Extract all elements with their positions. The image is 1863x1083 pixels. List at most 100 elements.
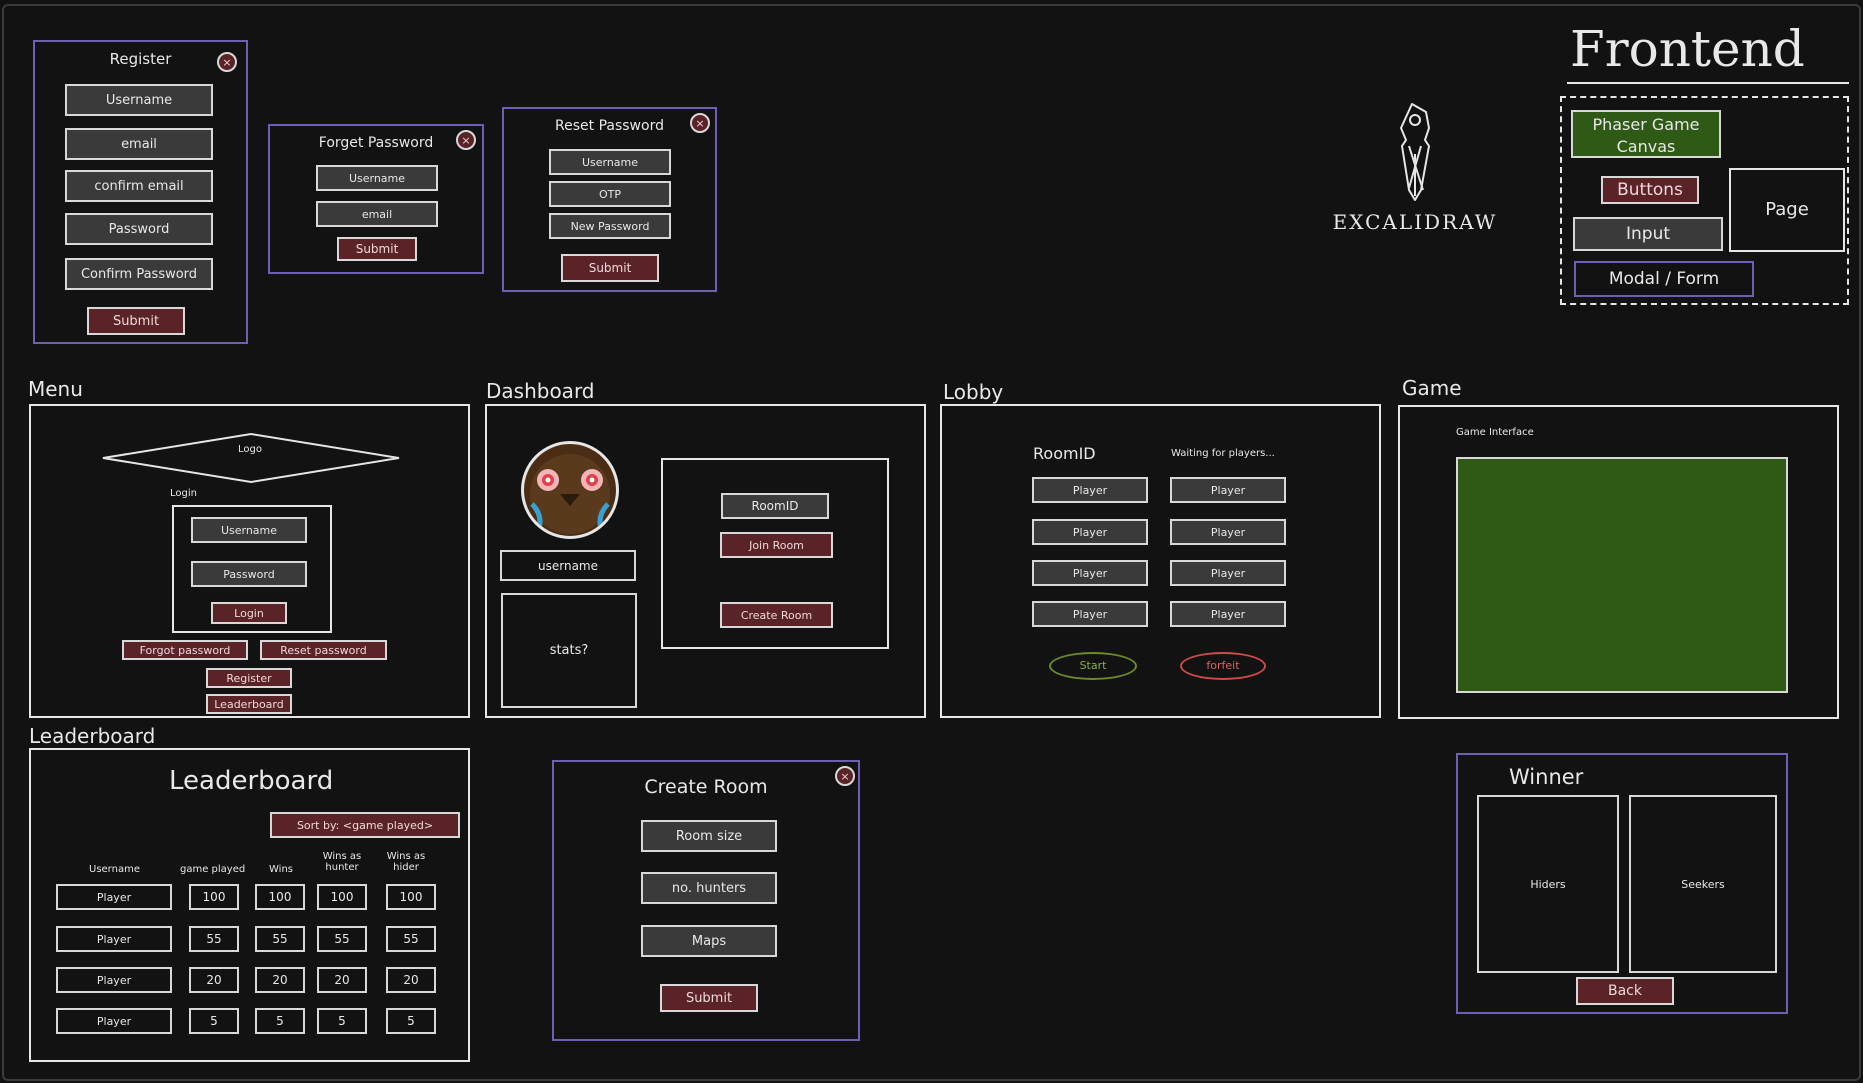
avatar-bird-icon xyxy=(530,454,610,534)
game-phaser-canvas[interactable] xyxy=(1456,457,1788,693)
legend-phaser-canvas: Phaser Game Canvas xyxy=(1571,110,1721,158)
menu-reset-password-button[interactable]: Reset password xyxy=(260,640,387,660)
dashboard-username-field: username xyxy=(500,550,636,581)
lobby-forfeit-button[interactable]: forfeit xyxy=(1180,652,1266,680)
leaderboard-sort-dropdown[interactable]: Sort by: <game played> xyxy=(270,812,460,838)
table-cell: 5 xyxy=(189,1008,239,1034)
forget-password-modal: Forget Password × Username email Submit xyxy=(268,124,484,274)
register-confirm-email-input[interactable]: confirm email xyxy=(65,170,213,202)
table-cell: 20 xyxy=(255,967,305,993)
reset-password-new-password-input[interactable]: New Password xyxy=(549,213,671,239)
forget-password-close-icon[interactable]: × xyxy=(456,130,476,150)
menu-username-input[interactable]: Username xyxy=(191,517,307,543)
register-email-input[interactable]: email xyxy=(65,128,213,160)
leaderboard-col-wins-hider: Wins as hider xyxy=(386,851,426,873)
lobby-player-slot: Player xyxy=(1170,519,1286,545)
dashboard-section-title: Dashboard xyxy=(486,379,595,403)
avatar xyxy=(521,441,619,539)
table-cell: 5 xyxy=(255,1008,305,1034)
table-cell: 55 xyxy=(189,926,239,952)
reset-password-close-icon[interactable]: × xyxy=(690,113,710,133)
create-room-maps-select[interactable]: Maps xyxy=(641,925,777,957)
forget-password-submit-button[interactable]: Submit xyxy=(337,237,417,261)
table-cell-username: Player xyxy=(56,884,172,910)
canvas-border xyxy=(2,4,1861,1081)
create-room-modal: Create Room × Room size no. hunters Maps… xyxy=(552,760,860,1041)
menu-login-button[interactable]: Login xyxy=(211,602,287,624)
dashboard-create-room-button[interactable]: Create Room xyxy=(720,602,833,628)
lobby-page: RoomID Waiting for players... Player Pla… xyxy=(940,404,1381,718)
lobby-roomid-label: RoomID xyxy=(1033,444,1096,463)
winner-modal: Winner Hiders Seekers Back xyxy=(1456,753,1788,1014)
excalidraw-wordmark: EXCALIDRAW xyxy=(1332,210,1498,234)
leaderboard-col-wins: Wins xyxy=(269,864,293,875)
lobby-start-button[interactable]: Start xyxy=(1049,652,1137,680)
dashboard-room-panel xyxy=(661,458,889,649)
dashboard-roomid-input[interactable]: RoomID xyxy=(721,493,829,519)
dashboard-join-room-button[interactable]: Join Room xyxy=(720,532,833,558)
legend-modal: Modal / Form xyxy=(1574,261,1754,297)
leaderboard-page: Leaderboard Sort by: <game played> Usern… xyxy=(29,748,470,1062)
menu-page: Logo Login Username Password Login Forgo… xyxy=(29,404,470,718)
table-cell: 100 xyxy=(317,884,367,910)
table-cell: 55 xyxy=(255,926,305,952)
reset-password-username-input[interactable]: Username xyxy=(549,149,671,175)
lobby-waiting-label: Waiting for players... xyxy=(1171,448,1275,459)
register-close-icon[interactable]: × xyxy=(217,52,237,72)
forget-password-email-input[interactable]: email xyxy=(316,201,438,227)
create-room-size-input[interactable]: Room size xyxy=(641,820,777,852)
menu-login-box xyxy=(172,505,332,633)
menu-login-label: Login xyxy=(170,488,197,499)
excalidraw-logo: EXCALIDRAW xyxy=(1325,98,1505,238)
forget-password-username-input[interactable]: Username xyxy=(316,165,438,191)
leaderboard-section-title: Leaderboard xyxy=(29,724,156,748)
legend-page: Page xyxy=(1729,168,1845,252)
table-cell: 20 xyxy=(317,967,367,993)
game-interface-label: Game Interface xyxy=(1456,427,1534,438)
table-cell: 5 xyxy=(386,1008,436,1034)
menu-forgot-password-button[interactable]: Forgot password xyxy=(122,640,248,660)
table-cell-username: Player xyxy=(56,1008,172,1034)
register-password-input[interactable]: Password xyxy=(65,213,213,245)
create-room-hunters-input[interactable]: no. hunters xyxy=(641,872,777,904)
winner-title: Winner xyxy=(1509,765,1584,789)
table-cell-username: Player xyxy=(56,967,172,993)
register-modal: Register × Username email confirm email … xyxy=(33,40,248,344)
dashboard-page: username stats? RoomID Join Room Create … xyxy=(485,404,926,718)
frontend-title-underline xyxy=(1567,82,1849,84)
table-cell: 5 xyxy=(317,1008,367,1034)
game-section-title: Game xyxy=(1402,376,1462,400)
create-room-submit-button[interactable]: Submit xyxy=(660,984,758,1012)
table-cell: 55 xyxy=(317,926,367,952)
lobby-player-slot: Player xyxy=(1032,477,1148,503)
register-title: Register xyxy=(109,50,172,68)
register-username-input[interactable]: Username xyxy=(65,84,213,116)
menu-password-input[interactable]: Password xyxy=(191,561,307,587)
register-submit-button[interactable]: Submit xyxy=(87,307,185,335)
reset-password-otp-input[interactable]: OTP xyxy=(549,181,671,207)
create-room-title: Create Room xyxy=(644,776,768,798)
menu-register-button[interactable]: Register xyxy=(206,668,292,688)
leaderboard-heading: Leaderboard xyxy=(169,766,334,796)
lobby-section-title: Lobby xyxy=(943,380,1004,404)
frontend-title: Frontend xyxy=(1570,20,1805,78)
table-cell-username: Player xyxy=(56,926,172,952)
winner-back-button[interactable]: Back xyxy=(1576,977,1674,1005)
create-room-close-icon[interactable]: × xyxy=(835,766,855,786)
lobby-player-slot: Player xyxy=(1032,601,1148,627)
forget-password-title: Forget Password xyxy=(318,135,434,151)
reset-password-submit-button[interactable]: Submit xyxy=(561,254,659,282)
table-cell: 55 xyxy=(386,926,436,952)
pen-icon xyxy=(1400,103,1430,201)
register-confirm-password-input[interactable]: Confirm Password xyxy=(65,258,213,290)
winner-seekers-panel: Seekers xyxy=(1629,795,1777,973)
dashboard-stats-box: stats? xyxy=(501,593,637,708)
game-page: Game Interface xyxy=(1398,405,1839,719)
menu-logo-label: Logo xyxy=(238,444,262,455)
leaderboard-col-username: Username xyxy=(89,864,140,875)
table-cell: 20 xyxy=(386,967,436,993)
menu-leaderboard-button[interactable]: Leaderboard xyxy=(206,694,292,714)
lobby-player-slot: Player xyxy=(1170,477,1286,503)
table-cell: 100 xyxy=(189,884,239,910)
menu-logo-diamond xyxy=(102,432,400,484)
